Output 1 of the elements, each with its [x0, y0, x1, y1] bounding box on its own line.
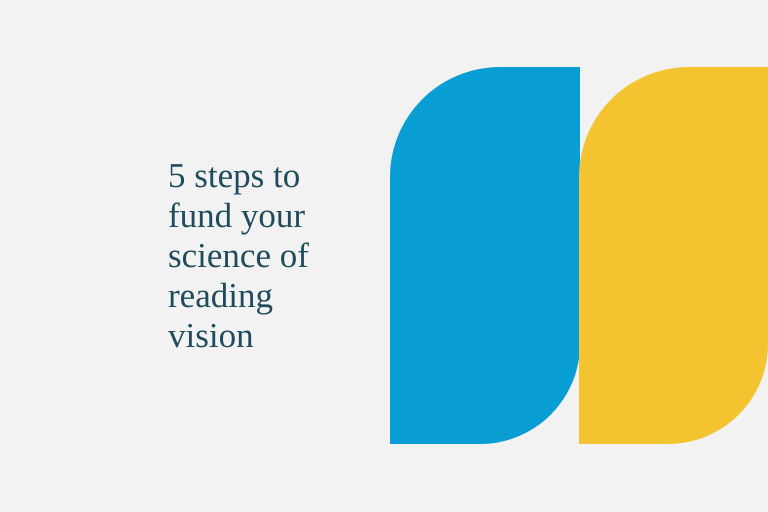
- title: 5 steps to fund your science of reading vision: [168, 156, 310, 356]
